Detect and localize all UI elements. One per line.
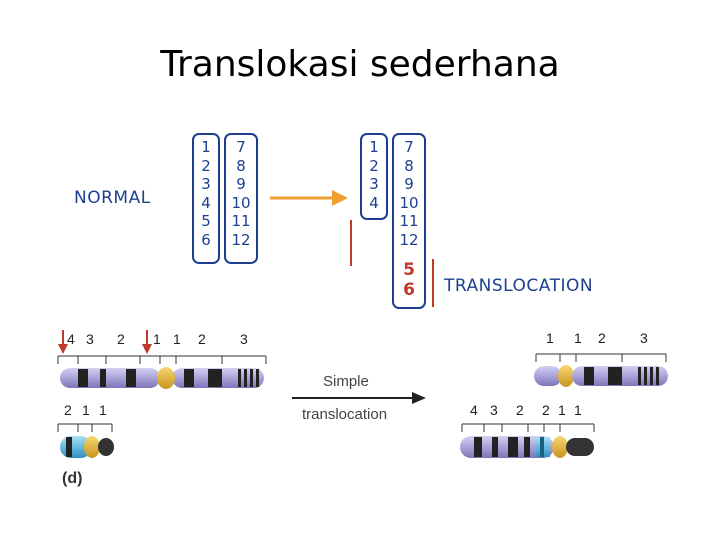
arrow-label-translocation: translocation [302, 406, 388, 423]
chromosome-segment-number: 6 [403, 280, 415, 300]
band-label: 2 [598, 330, 606, 346]
band-label: 1 [558, 402, 566, 418]
chromosome-segment-number: 1 [369, 138, 379, 156]
left-top-chromosome [60, 367, 264, 389]
break-arrows [58, 330, 152, 354]
break-marker-left [350, 220, 352, 266]
band-label: 2 [117, 331, 125, 347]
chromosome-segment-number: 6 [201, 230, 211, 249]
chromosome-segment-number: 9 [236, 175, 246, 193]
band-label: 1 [153, 331, 161, 347]
band-label: 1 [546, 330, 554, 346]
chromosome-segment-number: 3 [369, 175, 379, 193]
chromosome-segment-number: 10 [231, 193, 251, 212]
right-bottom-chromosome [460, 436, 594, 458]
band-label: 2 [516, 402, 524, 418]
band-label: 2 [198, 331, 206, 347]
band-label: 1 [574, 330, 582, 346]
band-label: 1 [574, 402, 582, 418]
band-label: 1 [99, 402, 107, 418]
band-label: 3 [640, 330, 648, 346]
band-label: 2 [64, 402, 72, 418]
chromosome-segment-number: 11 [399, 212, 419, 230]
right-top-chromosome [534, 365, 668, 387]
band-label: 3 [490, 402, 498, 418]
left-bottom-chromosome [60, 436, 114, 458]
chromosome-segment-number: 9 [404, 175, 414, 193]
chromosome-segment-number: 12 [231, 230, 251, 249]
band-label: 1 [173, 331, 181, 347]
chromosome-segment-number: 8 [404, 156, 414, 175]
chromosome-segment-number: 3 [201, 175, 211, 193]
chromosome-segment-number: 2 [201, 156, 211, 175]
chromosome-segment-number: 4 [369, 193, 379, 212]
chromosome-segment-number: 5 [403, 260, 415, 280]
slide-title: Translokasi sederhana [160, 44, 560, 85]
arrow-head [332, 190, 348, 206]
normal-label: NORMAL [74, 188, 151, 208]
simple-arrow-head [412, 392, 426, 404]
band-label: 3 [86, 331, 94, 347]
chromosome-segment-number: 10 [399, 193, 419, 212]
band-label: 4 [67, 331, 75, 347]
panel-label: (d) [62, 470, 83, 487]
transformation-arrow [270, 190, 348, 206]
chromosome-segment-number: 1 [201, 138, 211, 156]
arrow-label-simple: Simple [323, 373, 369, 390]
band-label: 2 [542, 402, 550, 418]
band-label: 4 [470, 402, 478, 418]
break-marker-right [432, 259, 434, 307]
chromosome-segment-number: 11 [231, 212, 251, 230]
chromosome-illustration [57, 330, 668, 458]
band-label: 1 [82, 402, 90, 418]
chromosome-segment-number: 5 [201, 212, 211, 230]
chromosome-segment-number: 4 [201, 193, 211, 212]
chromosome-segment-number: 7 [236, 138, 246, 156]
chromosome-segment-number: 7 [404, 138, 414, 156]
chromosome-segment-number: 2 [369, 156, 379, 175]
chromosome-segment-number: 8 [236, 156, 246, 175]
translocation-label: TRANSLOCATION [444, 276, 594, 296]
chromosome-segment-number: 12 [399, 230, 419, 249]
band-label: 3 [240, 331, 248, 347]
